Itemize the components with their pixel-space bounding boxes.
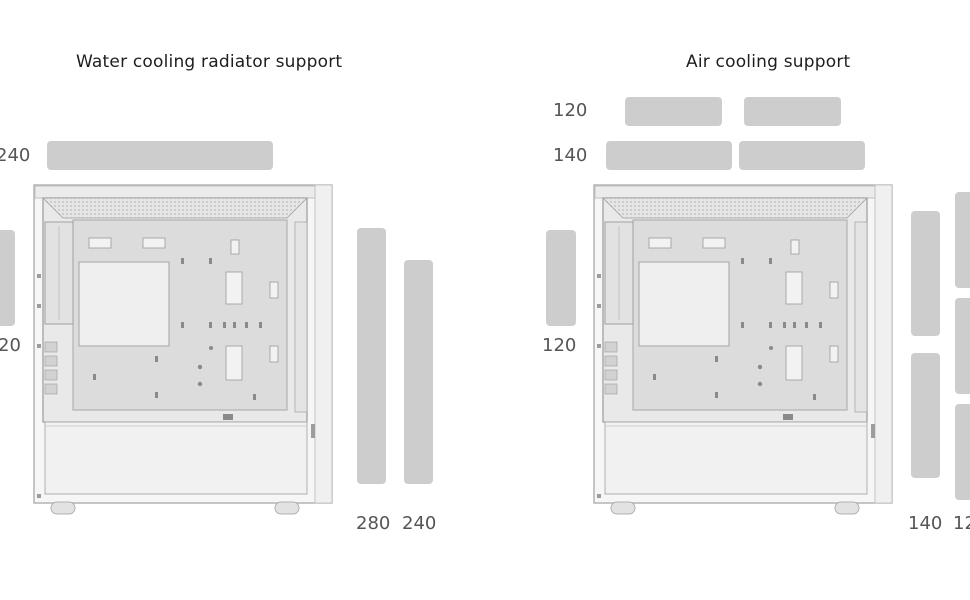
air-top-fan-slot-120-a [625,97,722,126]
air-top-fan-label-140: 140 [553,145,588,166]
air-side-fan-label-140: 140 [908,513,943,534]
water-side-radiator-label-280: 280 [356,513,391,534]
air-top-fan-label-120: 120 [553,100,588,121]
water-side-radiator-label-240: 240 [402,513,437,534]
water-front-radiator-label: 20 [0,335,21,356]
air-side-fan-slot-120-c [955,404,970,500]
air-cooling-title: Air cooling support [686,52,851,72]
pc-case-illustration [593,184,893,518]
air-side-fan-label-120: 12 [953,513,970,534]
air-rear-fan-label: 120 [542,335,577,356]
air-side-fan-slot-140-b [911,353,940,478]
water-side-radiator-slot-240 [404,260,433,484]
air-side-fan-slot-120-a [955,192,970,288]
pc-case-illustration [33,184,333,518]
air-top-fan-slot-140-a [606,141,732,170]
air-side-fan-slot-140-a [911,211,940,336]
air-top-fan-slot-140-b [739,141,865,170]
water-side-radiator-slot-280 [357,228,386,484]
air-side-fan-slot-120-b [955,298,970,394]
water-top-radiator-slot [47,141,273,170]
water-front-radiator-slot [0,230,15,326]
water-top-radiator-label: 240 [0,145,31,166]
air-top-fan-slot-120-b [744,97,841,126]
water-cooling-title: Water cooling radiator support [76,52,343,72]
air-rear-fan-slot [546,230,576,326]
